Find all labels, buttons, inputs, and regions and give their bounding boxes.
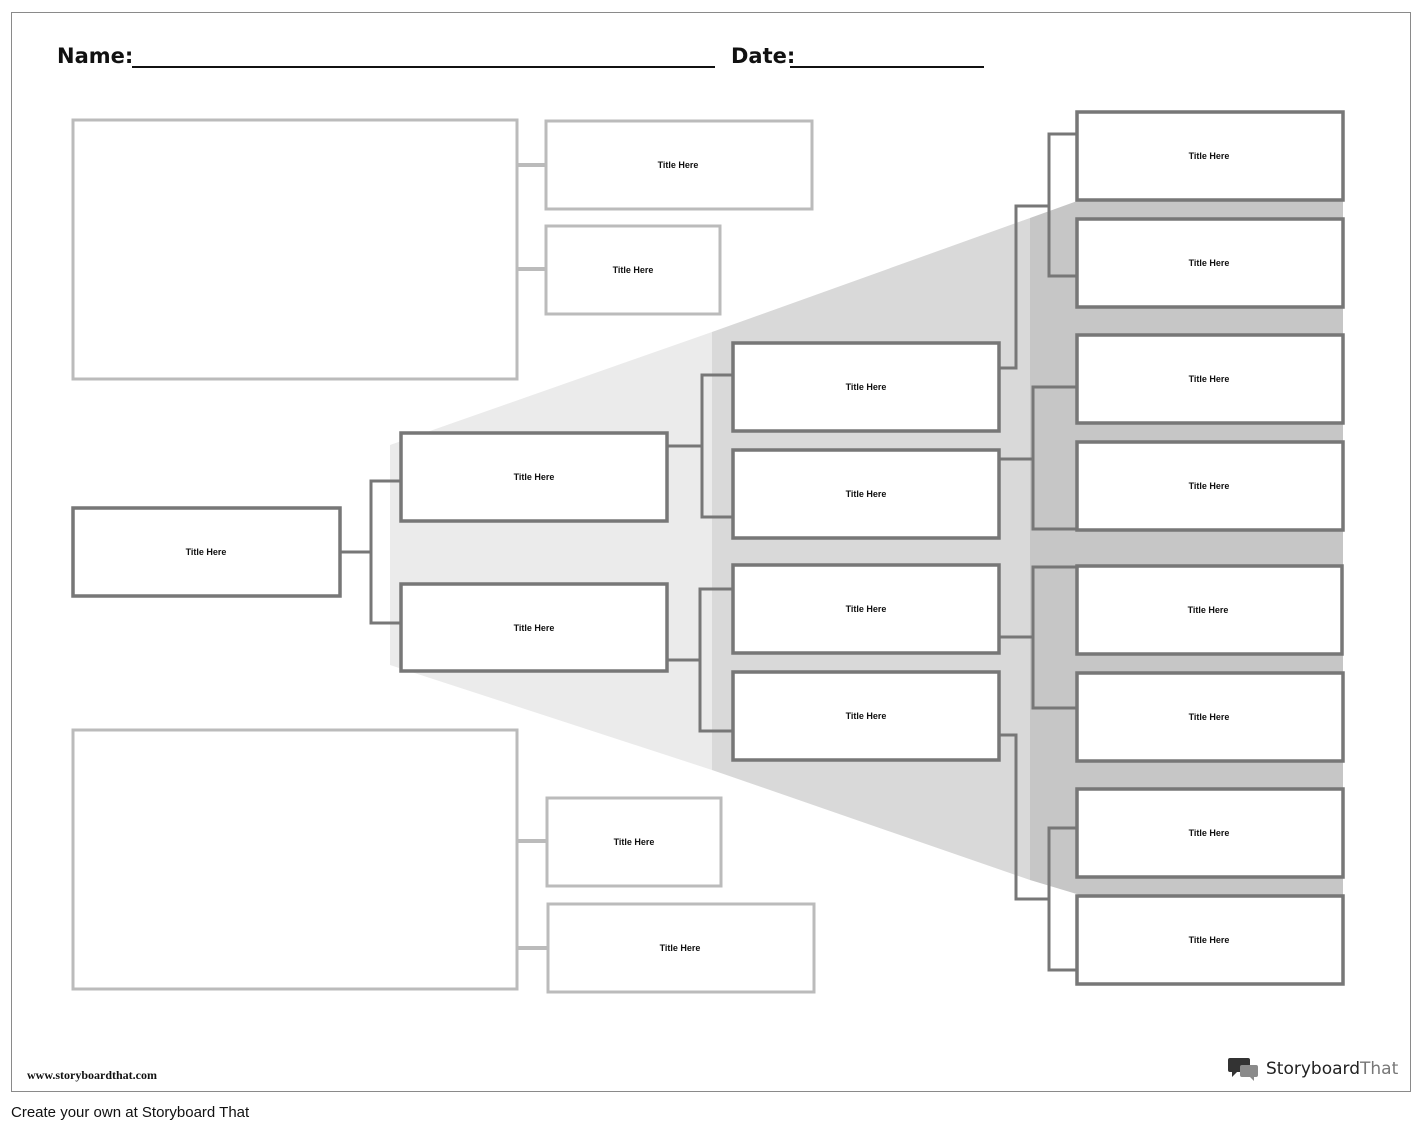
title-box-root[interactable] bbox=[71, 506, 342, 598]
title-box-level3-f[interactable] bbox=[1075, 671, 1345, 763]
title-box-level2-c[interactable] bbox=[731, 563, 1001, 655]
title-box-level3-c[interactable] bbox=[1075, 333, 1345, 425]
box-title: Title Here bbox=[613, 265, 654, 275]
title-box-level2-a[interactable] bbox=[731, 341, 1001, 433]
title-box-level3-d[interactable] bbox=[1075, 440, 1345, 532]
connector bbox=[1047, 826, 1077, 972]
title-box-level1-a[interactable] bbox=[399, 431, 669, 523]
box-title: Title Here bbox=[186, 547, 227, 557]
box-title: Title Here bbox=[1189, 258, 1230, 268]
box-title: Title Here bbox=[846, 711, 887, 721]
name-label: Name: bbox=[57, 44, 134, 68]
title-box-bottom-right-1[interactable] bbox=[545, 796, 723, 888]
connector bbox=[999, 733, 1049, 901]
speech-bubbles-icon bbox=[1228, 1058, 1258, 1081]
title-box-level3-a[interactable] bbox=[1075, 110, 1345, 202]
zoom-band-2 bbox=[712, 218, 1030, 880]
box-title: Title Here bbox=[846, 382, 887, 392]
create-your-own-link[interactable]: Create your own at Storyboard That bbox=[11, 1104, 250, 1121]
notes-box-top[interactable] bbox=[71, 118, 519, 381]
box-title: Title Here bbox=[1189, 481, 1230, 491]
box-title: Title Here bbox=[658, 160, 699, 170]
title-box-level3-g[interactable] bbox=[1075, 787, 1345, 879]
website-url[interactable]: www.storyboardthat.com bbox=[27, 1068, 157, 1082]
connector bbox=[700, 373, 733, 519]
box-title: Title Here bbox=[514, 623, 555, 633]
box-title: Title Here bbox=[614, 837, 655, 847]
zoom-band-1 bbox=[390, 332, 712, 770]
connector bbox=[698, 587, 733, 733]
box-title: Title Here bbox=[1189, 712, 1230, 722]
connector bbox=[1031, 385, 1077, 531]
connector bbox=[369, 479, 401, 625]
date-field[interactable] bbox=[790, 66, 984, 68]
name-field[interactable] bbox=[132, 66, 715, 68]
box-title: Title Here bbox=[1188, 605, 1229, 615]
box-title: Title Here bbox=[1189, 374, 1230, 384]
title-box-level3-h[interactable] bbox=[1075, 894, 1345, 986]
title-box-bottom-right-2[interactable] bbox=[546, 902, 816, 994]
box-title: Title Here bbox=[1189, 935, 1230, 945]
connector bbox=[1031, 565, 1077, 710]
title-box-top-right-1[interactable] bbox=[544, 119, 814, 211]
title-box-level2-d[interactable] bbox=[731, 670, 1001, 762]
box-title: Title Here bbox=[1189, 151, 1230, 161]
notes-box-bottom[interactable] bbox=[71, 728, 519, 991]
title-box-top-right-2[interactable] bbox=[544, 224, 722, 316]
box-title: Title Here bbox=[846, 604, 887, 614]
connector bbox=[1047, 132, 1077, 278]
date-label: Date: bbox=[731, 44, 796, 68]
storyboardthat-logo[interactable]: StoryboardThat bbox=[1228, 1056, 1398, 1082]
box-title: Title Here bbox=[514, 472, 555, 482]
connector bbox=[999, 204, 1049, 370]
title-box-level1-b[interactable] bbox=[399, 582, 669, 673]
box-title: Title Here bbox=[660, 943, 701, 953]
brand-name-part2: That bbox=[1360, 1059, 1399, 1079]
box-title: Title Here bbox=[1189, 828, 1230, 838]
box-title: Title Here bbox=[846, 489, 887, 499]
title-box-level3-b[interactable] bbox=[1075, 217, 1345, 309]
brand-name-part1: Storyboard bbox=[1266, 1059, 1360, 1079]
title-box-level3-e[interactable] bbox=[1075, 564, 1344, 656]
title-box-level2-b[interactable] bbox=[731, 448, 1001, 540]
